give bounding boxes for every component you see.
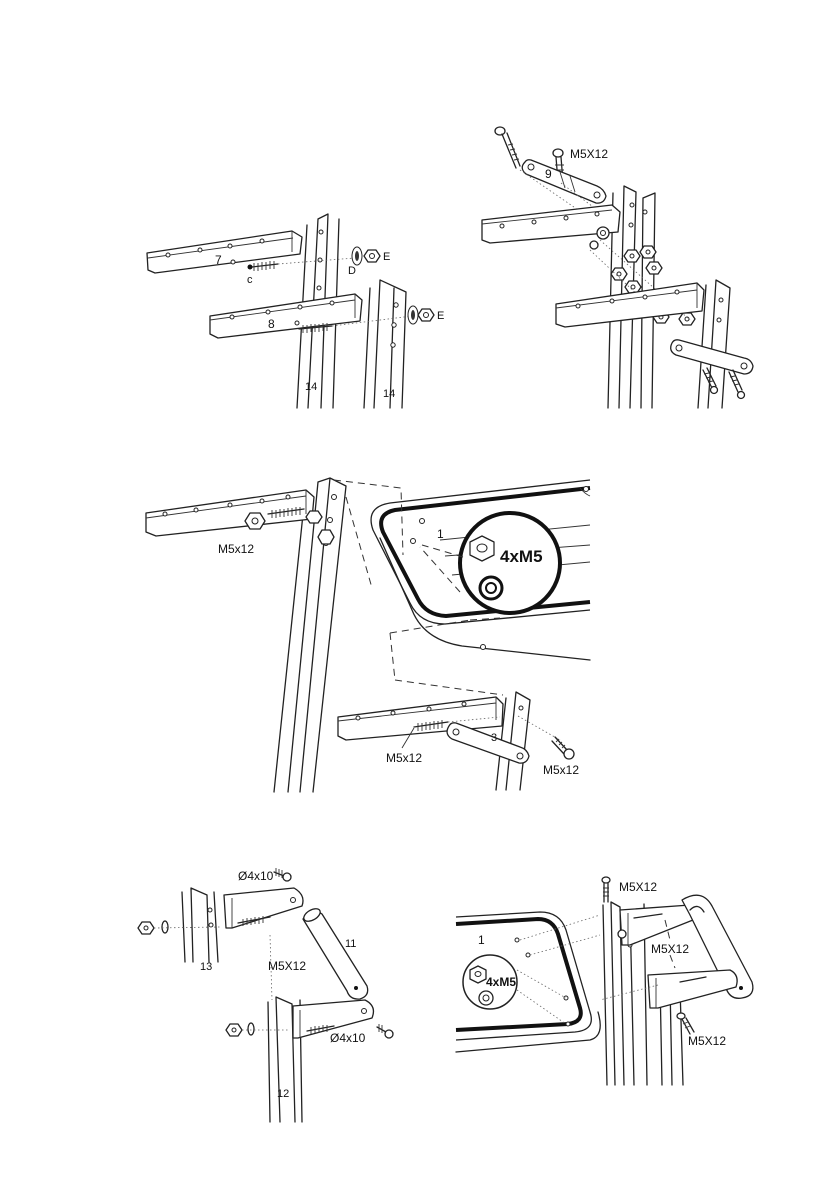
label-screw-bottom: M5X12 [688,1034,726,1048]
screw-m5x12-top [602,877,610,902]
label-screw-top: M5X12 [619,880,657,894]
handle-upper [618,905,698,945]
screw-m5x12-bottom [677,1013,694,1034]
label-tray-1: 1 [478,933,485,947]
label-callout-4xm5: 4xM5 [486,975,516,989]
label-screw-mid: M5X12 [651,942,689,956]
handle-lower [648,970,737,1008]
